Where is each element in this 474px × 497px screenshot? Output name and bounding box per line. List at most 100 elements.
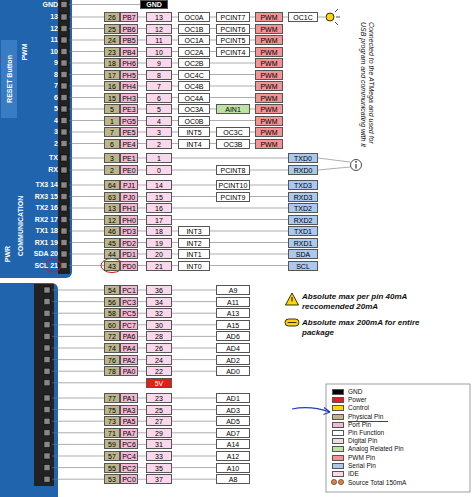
pin-cell: PA6 <box>120 331 138 341</box>
legend-entry: IDE <box>326 470 470 478</box>
pin-cell: PE0 <box>120 165 138 175</box>
legend-entry: Analog Related Pin <box>326 445 470 453</box>
legend-text: Serial Pin <box>348 462 376 470</box>
pin-cell: 17 <box>146 215 172 225</box>
pin-cell: 33 <box>146 451 172 461</box>
header-pin <box>44 310 50 316</box>
pin-cell: 29 <box>146 428 172 438</box>
pin-cell: RXD1 <box>288 238 318 248</box>
pin-cell: 26 <box>104 12 120 22</box>
board-pin-label: 2 <box>24 139 58 149</box>
pin-cell: OC1A <box>178 35 210 45</box>
pin-cell: PE5 <box>120 127 138 137</box>
pin-wire <box>69 132 283 133</box>
pin-cell: AD0 <box>216 366 250 376</box>
header-pin <box>44 287 50 293</box>
header-pin <box>61 194 67 200</box>
pin-cell: 18 <box>104 58 120 68</box>
header-pin <box>61 60 67 66</box>
pin-cell: 43 <box>104 261 120 271</box>
pin-cell: PC6 <box>120 439 138 449</box>
legend-entry: Power <box>326 396 470 404</box>
pin-cell: 55 <box>104 463 120 473</box>
pin-cell: 76 <box>104 355 120 365</box>
header-pin <box>61 228 67 234</box>
pin-cell: 24 <box>146 355 172 365</box>
pin-cell: PA3 <box>120 405 138 415</box>
pin-cell: OC3C <box>216 127 250 137</box>
pin-cell: 6 <box>104 139 120 149</box>
legend-swatch <box>332 446 344 452</box>
pin-cell: TXD0 <box>288 153 318 163</box>
pin-cell: 5 <box>104 104 120 114</box>
pin-cell: 54 <box>104 285 120 295</box>
header-pin <box>61 14 67 20</box>
pin-cell: 58 <box>104 308 120 318</box>
board-pin-label: 5 <box>24 104 58 114</box>
pin-cell: AD4 <box>216 343 250 353</box>
pin-cell: OC4B <box>178 81 210 91</box>
warning-mark <box>292 297 293 302</box>
header-pin <box>61 240 67 246</box>
pin-cell: PC4 <box>120 451 138 461</box>
header-pin <box>61 263 67 269</box>
pin-cell: 0 <box>146 165 172 175</box>
pin-cell: TXD2 <box>288 203 318 213</box>
pin-cell: 19 <box>146 238 172 248</box>
note: Absolute max 200mA for entire package <box>302 318 432 337</box>
pin-cell: 4 <box>146 116 172 126</box>
pin-cell: 37 <box>146 474 172 484</box>
header-pin <box>61 72 67 78</box>
pin-cell: 63 <box>104 192 120 202</box>
pin-cell: PD2 <box>120 238 138 248</box>
pin-cell: PA2 <box>120 355 138 365</box>
pin-cell: TXD1 <box>288 226 318 236</box>
board-pin-label: RX <box>24 165 58 175</box>
legend-entry: Port Pin <box>326 421 470 429</box>
pin-cell: INT2 <box>178 238 210 248</box>
legend-swatch <box>332 463 344 469</box>
source-icon <box>338 479 343 484</box>
pin-cell: 8 <box>146 70 172 80</box>
board-pin-label: TX1 18 <box>26 226 58 236</box>
board-pin-label: GND <box>24 0 58 9</box>
board-pin-label: RX1 19 <box>26 238 58 248</box>
pin-cell: AIN1 <box>216 104 250 114</box>
legend-entry: Serial Pin <box>326 462 470 470</box>
source-icon <box>331 479 336 484</box>
board-pin-label: SDA 20 <box>26 249 58 259</box>
pin-cell: 25 <box>104 24 120 34</box>
header-pin <box>44 418 50 424</box>
pin-wire <box>69 143 283 144</box>
legend-text: Analog Related Pin <box>348 445 404 453</box>
pin-cell: OC4A <box>178 93 210 103</box>
info-icon <box>351 160 362 171</box>
legend-text: Digital Pin <box>348 437 377 445</box>
pin-cell: PE3 <box>120 104 138 114</box>
pin-cell: A14 <box>216 439 250 449</box>
pin-cell: OC0A <box>178 12 210 22</box>
pin-cell: INT0 <box>178 261 210 271</box>
header-pin <box>44 380 50 386</box>
pin-cell: 23 <box>104 47 120 57</box>
pin-cell: PWM <box>255 35 283 45</box>
pin-cell: 17 <box>104 70 120 80</box>
legend-text: Control <box>348 404 369 412</box>
pin-cell: 32 <box>146 308 172 318</box>
pin-cell: AD6 <box>216 331 250 341</box>
board-lower <box>0 283 58 497</box>
header-pin <box>44 395 50 401</box>
source-total: Source Total 150mA <box>348 478 458 487</box>
pin-cell: OC1C <box>288 12 318 22</box>
pin-cell: PB5 <box>120 35 138 45</box>
pin-cell: PWM <box>255 12 283 22</box>
pin-cell: 75 <box>104 405 120 415</box>
serial-leader <box>318 167 350 170</box>
header-pin <box>44 299 50 305</box>
board-pin-label: TX2 16 <box>26 203 58 213</box>
pin-cell: PA4 <box>120 343 138 353</box>
pin-cell: A9 <box>216 285 250 295</box>
pin-cell: 72 <box>104 331 120 341</box>
pin-cell: PE4 <box>120 139 138 149</box>
